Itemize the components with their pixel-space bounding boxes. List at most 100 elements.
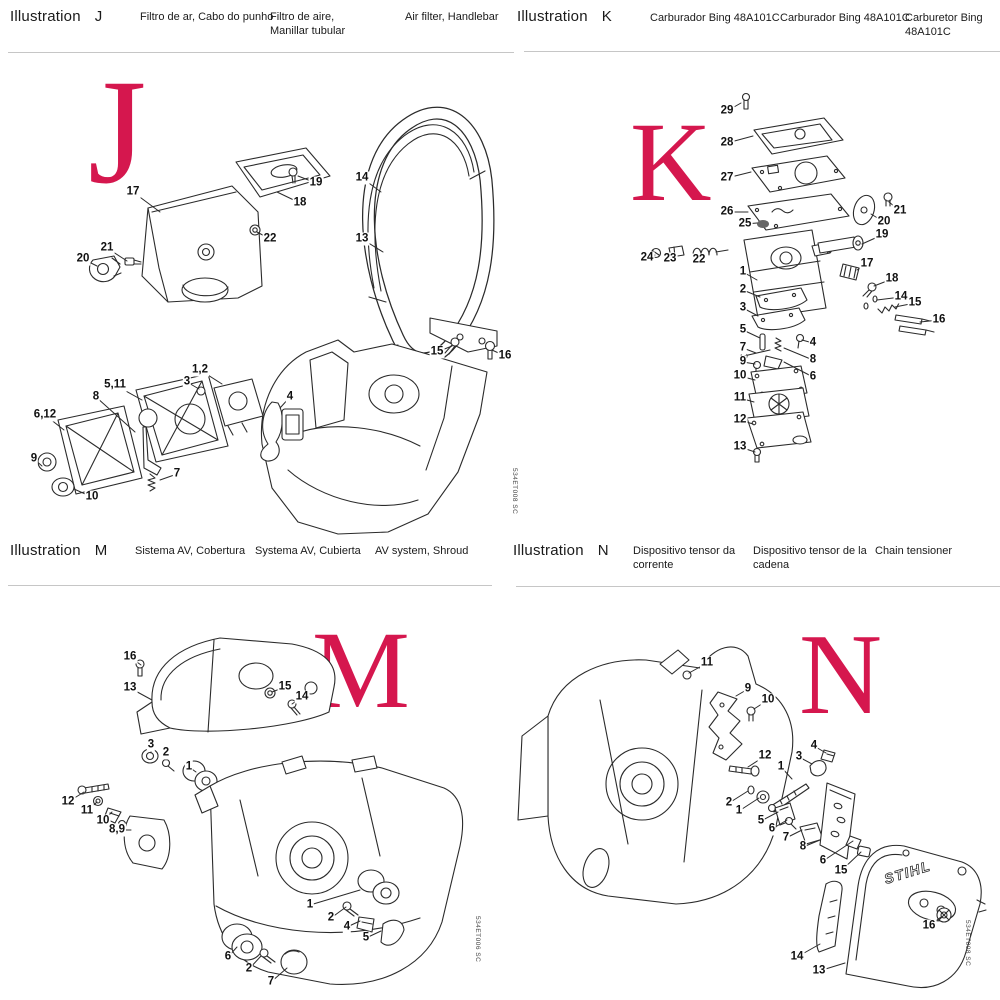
part-number-M-8,9: 8,9 [108, 823, 126, 837]
part-number-N-6: 6 [767, 822, 777, 836]
heading-letter-k: K [601, 8, 612, 25]
part-number-M-7: 7 [266, 975, 276, 989]
part-number-J-21: 21 [99, 241, 115, 255]
part-number-J-10: 10 [84, 490, 100, 504]
section-letter-j: J [88, 49, 147, 215]
part-number-K-3: 3 [738, 301, 748, 315]
caption-n-en: Chain tensioner [875, 545, 953, 557]
part-number-J-17: 17 [125, 185, 141, 199]
caption-m-en: AV system, Shroud [375, 545, 469, 557]
part-number-M-5: 5 [361, 931, 371, 945]
caption-n-pt: Dispositivo tensor da corrente [633, 545, 736, 571]
part-number-N-2: 2 [724, 796, 734, 810]
illustration-k-heading: Illustration K [517, 8, 612, 25]
part-number-N-10: 10 [760, 693, 776, 707]
illustration-m-heading: Illustration M [10, 542, 107, 559]
part-number-M-3: 3 [146, 738, 156, 752]
drawing-code-n: 534ET008 SC [964, 920, 971, 967]
part-number-J-9: 9 [29, 452, 39, 466]
caption-k-es: Carburador Bing 48A101C [780, 12, 910, 24]
part-number-N-1: 1 [776, 760, 786, 774]
part-number-M-4: 4 [342, 920, 352, 934]
part-number-N-4: 4 [809, 739, 819, 753]
part-number-M-1: 1 [305, 898, 315, 912]
part-number-K-2: 2 [738, 283, 748, 297]
illustration-n-heading: Illustration N [513, 542, 609, 559]
part-number-K-25: 25 [737, 217, 753, 231]
part-number-N-15: 15 [833, 864, 849, 878]
heading-word: Illustration [10, 542, 81, 559]
part-number-K-4: 4 [808, 336, 818, 350]
part-number-N-7: 7 [781, 831, 791, 845]
part-number-N-9: 9 [743, 682, 753, 696]
part-number-N-1: 1 [734, 804, 744, 818]
part-number-J-8: 8 [91, 390, 101, 404]
part-number-K-18: 18 [884, 272, 900, 286]
part-number-K-28: 28 [719, 136, 735, 150]
part-number-J-4: 4 [285, 390, 295, 404]
part-number-K-15: 15 [907, 296, 923, 310]
part-number-N-14: 14 [789, 950, 805, 964]
part-number-M-11: 11 [79, 804, 95, 818]
heading-letter-n: N [597, 542, 609, 559]
header-divider-m [8, 585, 492, 586]
header-divider-k [524, 51, 1000, 52]
part-number-K-20: 20 [876, 215, 892, 229]
heading-word: Illustration [10, 8, 81, 25]
part-number-K-14: 14 [893, 290, 909, 304]
part-number-N-5: 5 [756, 814, 766, 828]
diagram-k-art [650, 92, 935, 463]
part-number-K-21: 21 [892, 204, 908, 218]
caption-m-pt: Sistema AV, Cobertura [135, 545, 246, 557]
caption-n-es: Dispositivo tensor de la cadena [753, 545, 867, 571]
heading-word: Illustration [517, 8, 588, 25]
part-number-M-16: 16 [122, 650, 138, 664]
part-number-K-8: 8 [808, 353, 818, 367]
part-number-M-15: 15 [277, 680, 293, 694]
part-number-J-19: 19 [308, 176, 324, 190]
part-number-J-7: 7 [172, 467, 182, 481]
part-number-K-11: 11 [732, 391, 748, 405]
part-number-N-3: 3 [794, 750, 804, 764]
caption-k-en: Carburetor Bing 48A101C [905, 12, 983, 38]
part-number-M-2: 2 [326, 911, 336, 925]
part-number-J-6,12: 6,12 [32, 408, 58, 422]
heading-letter-m: M [94, 542, 108, 559]
drawing-code-jk: 534ET008 SC [511, 468, 518, 515]
part-number-M-14: 14 [294, 690, 310, 704]
section-letter-k: K [630, 100, 712, 225]
caption-j-es: Filtro de aire, Manillar tubular [270, 11, 346, 37]
part-number-M-6: 6 [223, 950, 233, 964]
part-number-K-24: 24 [639, 251, 655, 265]
part-number-K-7: 7 [738, 341, 748, 355]
part-number-M-2: 2 [161, 746, 171, 760]
heading-word: Illustration [513, 542, 584, 559]
header-divider-j [8, 52, 514, 53]
section-letter-n: N [799, 611, 883, 738]
part-number-K-5: 5 [738, 323, 748, 337]
part-number-J-3: 3 [182, 375, 192, 389]
part-number-J-16: 16 [497, 349, 513, 363]
part-number-M-12: 12 [60, 795, 76, 809]
part-number-K-26: 26 [719, 205, 735, 219]
drawing-code-m: 534ET006 SC [474, 916, 481, 963]
part-number-M-10: 10 [95, 814, 111, 828]
part-number-J-14: 14 [354, 171, 370, 185]
part-number-K-17: 17 [859, 257, 875, 271]
part-number-J-18: 18 [292, 196, 308, 210]
part-number-M-1: 1 [184, 760, 194, 774]
part-number-K-12: 12 [732, 413, 748, 427]
part-number-N-6: 6 [818, 854, 828, 868]
part-number-J-22: 22 [262, 232, 278, 246]
part-number-K-23: 23 [662, 252, 678, 266]
part-number-J-5,11: 5,11 [103, 378, 127, 392]
caption-m-es: Systema AV, Cubierta [255, 545, 361, 557]
part-number-J-15: 15 [429, 345, 445, 359]
part-number-K-22: 22 [691, 253, 707, 267]
diagram-n-art: STIHL [517, 646, 987, 989]
part-number-M-2: 2 [244, 962, 254, 976]
